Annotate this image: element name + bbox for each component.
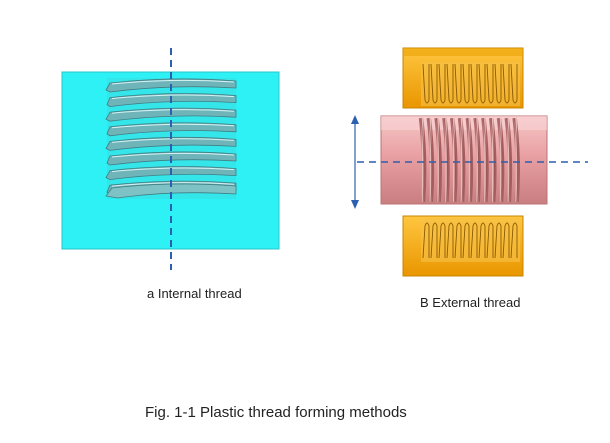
upper-cavity-tooth <box>502 63 510 104</box>
ridge-highlight <box>111 182 235 187</box>
thread-coil-edge <box>420 117 425 203</box>
upper-cavity-tooth <box>462 63 470 104</box>
upper-cavity-tooth <box>446 63 454 104</box>
figure-caption: Fig. 1-1 Plastic thread forming methods <box>145 404 407 421</box>
thread-coil-edge <box>467 117 472 203</box>
upper-cavity-tooth <box>478 63 486 104</box>
thread-coil-edge <box>475 117 480 203</box>
internal-thread-label: a Internal thread <box>147 286 242 301</box>
ridge-highlight <box>111 123 235 129</box>
upper-cavity-tooth <box>486 63 494 104</box>
ridge-highlight <box>111 94 235 100</box>
internal-thread-illustration <box>61 48 280 270</box>
upper-cavity-tooth <box>494 63 502 104</box>
upper-cavity-tooth <box>510 63 518 104</box>
thread-coil-edge <box>506 117 511 203</box>
upper-mold-thread-cavity <box>421 62 520 106</box>
thread-coil-edge <box>444 117 448 203</box>
thread-coil-edge <box>436 117 441 203</box>
ridge-highlight <box>111 167 235 173</box>
lower-cavity-tooth <box>430 222 438 259</box>
ridge-highlight <box>111 138 235 143</box>
lower-cavity-tooth <box>470 222 478 259</box>
lower-cavity-tooth <box>446 222 454 259</box>
external-thread-coils <box>418 117 520 203</box>
lower-cavity-tooth <box>494 222 502 259</box>
lower-cavity-tooth <box>422 222 430 259</box>
lower-cavity-tooth <box>510 222 518 259</box>
ridge-highlight <box>111 152 235 158</box>
mold-movement-arrow <box>351 115 359 209</box>
lower-cavity-tooth <box>438 222 446 259</box>
thread-coil-edge <box>490 117 495 203</box>
lower-mold-thread-cavity <box>421 218 520 262</box>
external-thread-illustration <box>351 47 588 277</box>
thread-coil-edge <box>459 117 464 203</box>
lower-cavity-tooth <box>502 222 510 259</box>
ridge-highlight <box>111 79 235 85</box>
ridge-highlight <box>111 109 235 114</box>
lower-cavity-tooth <box>454 222 462 259</box>
thread-coil-edge <box>428 117 433 203</box>
upper-cavity-tooth <box>438 63 446 104</box>
internal-thread-ridge <box>105 183 237 199</box>
upper-cavity-tooth <box>430 63 438 104</box>
thread-coil-edge <box>451 117 456 203</box>
thread-coil-edge <box>498 117 503 203</box>
lower-cavity-tooth <box>486 222 494 259</box>
upper-cavity-tooth <box>454 63 462 104</box>
upper-cavity-tooth <box>470 63 478 104</box>
upper-cavity-tooth <box>422 63 430 104</box>
thread-coil-edge <box>514 117 519 203</box>
external-thread-label: B External thread <box>420 295 521 310</box>
thread-coil-edge <box>483 117 487 203</box>
lower-cavity-tooth <box>462 222 470 259</box>
lower-cavity-tooth <box>478 222 486 259</box>
